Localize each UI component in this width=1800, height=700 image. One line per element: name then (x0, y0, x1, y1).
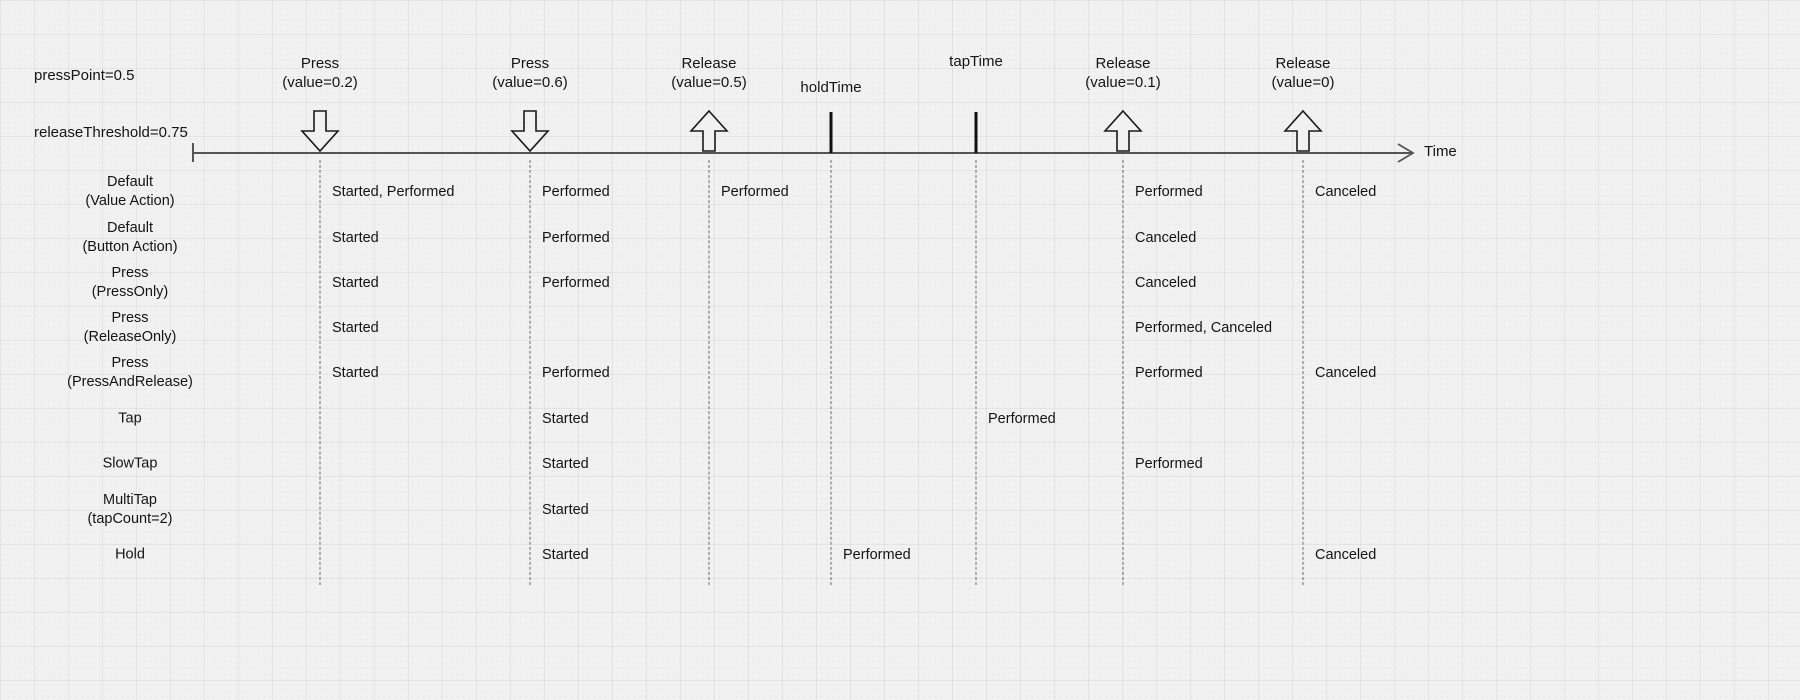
cell-hold-press-2: Started (542, 547, 589, 563)
cell-default-value-action-release-2: Performed (1135, 184, 1203, 200)
event-label-taptime: tapTime (949, 52, 1003, 71)
cell-press-pressonly-release-2: Canceled (1135, 275, 1197, 291)
parameter-presspoint: pressPoint=0.5 (34, 67, 135, 84)
cell-press-pressandrelease-release-3: Canceled (1315, 365, 1377, 381)
event-label-line1: Press (510, 55, 550, 72)
time-tick-taptime (974, 112, 978, 153)
cell-default-button-action-press-1: Started (332, 230, 379, 246)
row-label-hold: Hold (115, 546, 145, 565)
cell-default-value-action-release-1: Performed (721, 184, 789, 200)
guide-line-holdtime (830, 160, 832, 585)
row-label-line1: Default (107, 174, 153, 190)
row-label-line1: Press (111, 265, 149, 281)
event-label-line2: (value=0.6) (492, 74, 568, 91)
event-label-line2: (value=0.1) (1085, 74, 1161, 91)
event-label-line1: Release (1095, 55, 1151, 72)
cell-hold-release-3: Canceled (1315, 547, 1377, 563)
row-label-line1: SlowTap (102, 455, 158, 472)
guide-line-release-2 (1122, 160, 1124, 585)
row-label-line2: (ReleaseOnly) (83, 329, 177, 345)
event-label-press-1: Press (value=0.2) (282, 54, 357, 92)
event-label-line2: (value=0.2) (282, 74, 358, 91)
cell-default-button-action-press-2: Performed (542, 230, 610, 246)
event-label-line1: tapTime (949, 53, 1003, 70)
row-label-default-value-action: Default (Value Action) (85, 173, 174, 211)
cell-press-pressandrelease-press-1: Started (332, 365, 379, 381)
parameters-note: pressPoint=0.5 releaseThreshold=0.75 (34, 28, 188, 180)
row-label-multitap: MultiTap (tapCount=2) (87, 491, 172, 529)
cell-slowtap-press-2: Started (542, 456, 589, 472)
row-label-line2: (PressOnly) (91, 284, 169, 300)
release-arrow-icon-release-1 (688, 109, 730, 153)
release-arrow-icon-release-2 (1102, 109, 1144, 153)
cell-press-pressandrelease-press-2: Performed (542, 365, 610, 381)
cell-slowtap-release-2: Performed (1135, 456, 1203, 472)
cell-press-pressandrelease-release-2: Performed (1135, 365, 1203, 381)
event-label-release-2: Release (value=0.1) (1085, 54, 1160, 92)
event-label-release-1: Release (value=0.5) (671, 54, 746, 92)
row-label-line2: (tapCount=2) (87, 511, 173, 527)
cell-hold-holdtime: Performed (843, 547, 911, 563)
row-label-press-releaseonly: Press (ReleaseOnly) (84, 309, 177, 347)
time-axis-line (192, 152, 1412, 154)
row-label-tap: Tap (118, 410, 141, 429)
cell-default-value-action-press-2: Performed (542, 184, 610, 200)
event-label-release-3: Release (value=0) (1272, 54, 1335, 92)
cell-press-pressonly-press-1: Started (332, 275, 379, 291)
guide-line-release-3 (1302, 160, 1304, 585)
event-label-line1: holdTime (800, 79, 862, 96)
row-label-line2: (Value Action) (85, 193, 175, 209)
cell-default-value-action-release-3: Canceled (1315, 184, 1377, 200)
press-arrow-icon-press-1 (299, 109, 341, 153)
release-arrow-icon-release-3 (1282, 109, 1324, 153)
cell-default-button-action-release-2: Canceled (1135, 230, 1197, 246)
cell-tap-taptime: Performed (988, 411, 1056, 427)
guide-line-press-2 (529, 160, 531, 585)
parameter-releasethreshold: releaseThreshold=0.75 (34, 124, 188, 141)
time-tick-holdtime (829, 112, 833, 153)
guide-line-press-1 (319, 160, 321, 585)
event-label-line1: Release (681, 55, 737, 72)
cell-press-releaseonly-release-2: Performed, Canceled (1135, 320, 1273, 336)
event-label-line2: (value=0.5) (671, 74, 747, 91)
row-label-line1: Hold (115, 546, 145, 563)
event-label-line1: Press (300, 55, 340, 72)
event-label-line2: (value=0) (1271, 74, 1335, 91)
cell-multitap-press-2: Started (542, 502, 589, 518)
row-label-press-pressandrelease: Press (PressAndRelease) (67, 354, 193, 392)
event-label-line1: Release (1275, 55, 1331, 72)
row-label-line2: (Button Action) (82, 239, 178, 255)
row-label-line1: Press (111, 355, 149, 371)
event-label-holdtime: holdTime (800, 78, 861, 97)
row-label-default-button-action: Default (Button Action) (82, 219, 177, 257)
event-label-press-2: Press (value=0.6) (492, 54, 567, 92)
cell-default-value-action-press-1: Started, Performed (332, 184, 455, 200)
press-arrow-icon-press-2 (509, 109, 551, 153)
cell-press-releaseonly-press-1: Started (332, 320, 379, 336)
row-label-line1: Tap (118, 410, 142, 427)
row-label-line1: Default (107, 220, 153, 236)
row-label-press-pressonly: Press (PressOnly) (92, 264, 169, 302)
cell-tap-press-2: Started (542, 411, 589, 427)
guide-line-taptime (975, 160, 977, 585)
row-label-slowtap: SlowTap (103, 455, 158, 474)
row-label-line2: (PressAndRelease) (67, 374, 193, 390)
time-axis-label: Time (1424, 143, 1457, 160)
row-label-line1: Press (111, 310, 149, 326)
row-label-line1: MultiTap (102, 492, 157, 508)
guide-line-release-1 (708, 160, 710, 585)
time-axis-start-cap (192, 143, 194, 162)
cell-press-pressonly-press-2: Performed (542, 275, 610, 291)
